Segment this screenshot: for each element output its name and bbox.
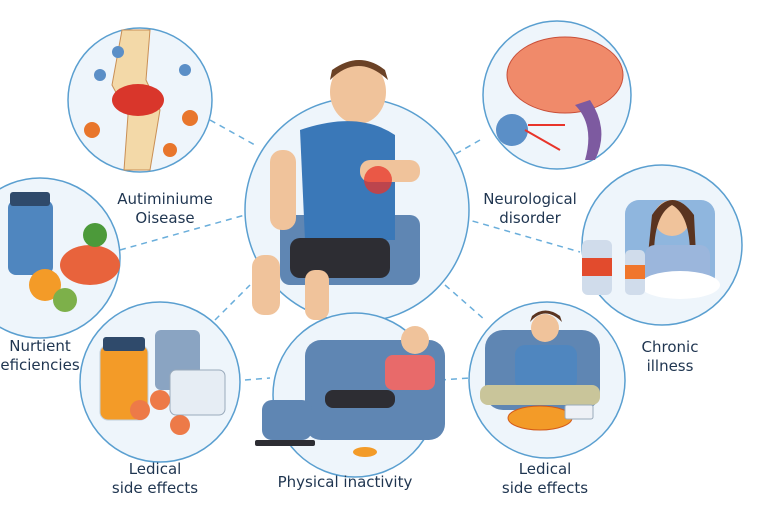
label-autoimmune-disease: Autiminiume Oisease <box>100 190 230 228</box>
connector-physical-left <box>244 377 271 381</box>
label-line: Oisease <box>135 209 195 227</box>
label-line: Neurological <box>483 190 577 208</box>
label-line: side effects <box>111 479 199 497</box>
label-line: Chronic <box>641 338 699 356</box>
connector-medical-right <box>444 284 486 321</box>
nutrient-illustration <box>0 177 121 339</box>
label-nutrient-deficiencies: Nurtient eficiencies <box>0 337 110 375</box>
medical-right-illustration <box>468 301 626 459</box>
connector-chronic <box>461 217 581 253</box>
chronic-illness-illustration <box>581 164 743 326</box>
label-line: Ledical <box>518 460 572 478</box>
central-person-illustration <box>244 60 470 323</box>
pain-highlight <box>364 166 392 194</box>
label-line: side effects <box>501 479 589 497</box>
label-physical-inactivity: Physical inactivity <box>265 473 425 492</box>
label-chronic-illness: Chronic illness <box>610 338 730 376</box>
autoimmune-illustration <box>67 27 213 173</box>
neurological-illustration <box>482 20 632 170</box>
label-line: Ledical <box>128 460 182 478</box>
label-line: Nurtient <box>9 337 71 355</box>
label-medical-side-effects-right: Ledical side effects <box>480 460 610 498</box>
connector-medical-left <box>214 284 251 321</box>
label-medical-side-effects-left: Ledical side effects <box>90 460 220 498</box>
physical-inactivity-illustration <box>255 312 445 478</box>
label-line: eficiencies <box>0 356 80 374</box>
medical-left-illustration <box>79 301 241 463</box>
label-line: disorder <box>499 209 561 227</box>
label-line: illness <box>646 357 694 375</box>
label-line: Physical inactivity <box>277 473 413 491</box>
label-line: Autiminiume <box>117 190 213 208</box>
connector-autoimmune <box>209 119 256 146</box>
label-neurological-disorder: Neurological disorder <box>465 190 595 228</box>
